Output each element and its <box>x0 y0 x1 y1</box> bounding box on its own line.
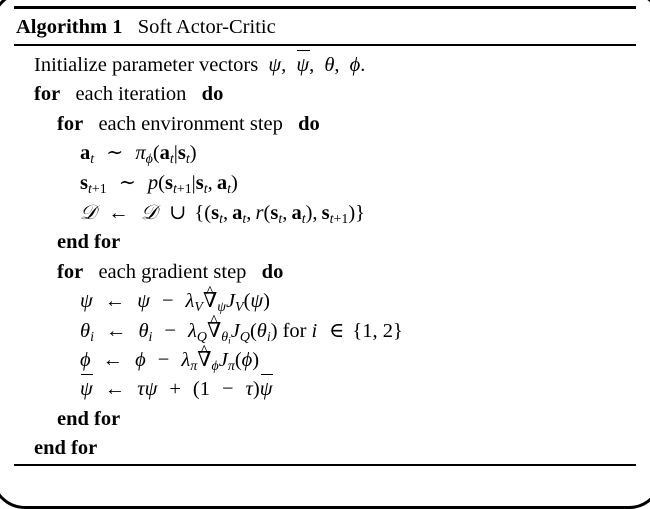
for-word: for <box>282 319 307 342</box>
index-set: {1, 2} <box>352 319 403 342</box>
line-for-each-gradient-step: for each gradient step do <box>14 258 636 287</box>
line-end-for-environment: end for <box>14 228 636 257</box>
line-update-phi: ϕ←ϕ−λπ∇ϕJπ(ϕ) <box>14 346 636 375</box>
initialize-text: Initialize parameter vectors <box>34 54 259 76</box>
line-initialize: Initialize parameter vectors ψ, ψ, θ, ϕ. <box>14 49 636 80</box>
algorithm-number-label: Algorithm 1 <box>16 16 123 38</box>
for-iteration-body: each iteration <box>75 83 187 106</box>
algorithm-body: Initialize parameter vectors ψ, ψ, θ, ϕ.… <box>14 46 636 464</box>
nabla-hat-icon: ∇ <box>197 346 211 375</box>
keyword-do: do <box>261 260 284 283</box>
line-update-psi: ψ←ψ−λV∇ψJV(ψ) <box>14 287 636 316</box>
line-for-each-iteration: for each iteration do <box>14 80 636 109</box>
symbol-theta: θ <box>324 54 335 76</box>
line-update-target-psi: ψ←τψ+(1−τ)ψ <box>14 374 636 404</box>
keyword-for: for <box>57 112 84 135</box>
line-replay-buffer-update: 𝒟←𝒟∪{(st, at, r(st, at), st+1)} <box>80 200 365 227</box>
keyword-do: do <box>201 83 224 106</box>
line-sample-action: at∼πϕ(at|st) <box>80 142 197 168</box>
line-end-for-gradient: end for <box>14 405 636 434</box>
nabla-hat-icon: ∇ <box>207 317 221 346</box>
symbol-phi: ϕ <box>349 54 361 76</box>
line-sample-next-state: st+1∼p(st+1|st, at) <box>80 171 238 197</box>
keyword-for: for <box>34 83 61 106</box>
algorithm-title: Soft Actor-Critic <box>137 16 276 38</box>
keyword-end-for: end for <box>57 407 121 430</box>
algorithm-top-rule <box>14 6 636 9</box>
algorithm-block: Algorithm 1 Soft Actor-Critic Initialize… <box>14 6 636 466</box>
for-env-step-body: each environment step <box>98 112 283 135</box>
symbol-psi-bar: ψ <box>296 49 310 80</box>
keyword-end-for: end for <box>57 231 121 254</box>
keyword-do: do <box>298 112 320 135</box>
keyword-end-for: end for <box>34 437 98 460</box>
symbol-psi: ψ <box>268 54 282 76</box>
algorithm-caption: Algorithm 1 Soft Actor-Critic <box>14 9 636 44</box>
algorithm-caption-rule <box>14 44 636 46</box>
algorithm-bottom-rule <box>14 463 636 466</box>
for-gradient-step-body: each gradient step <box>98 260 247 283</box>
line-for-each-environment-step: for each environment step do <box>14 110 636 139</box>
line-end-for-iteration: end for <box>14 434 636 463</box>
keyword-for: for <box>57 260 84 283</box>
